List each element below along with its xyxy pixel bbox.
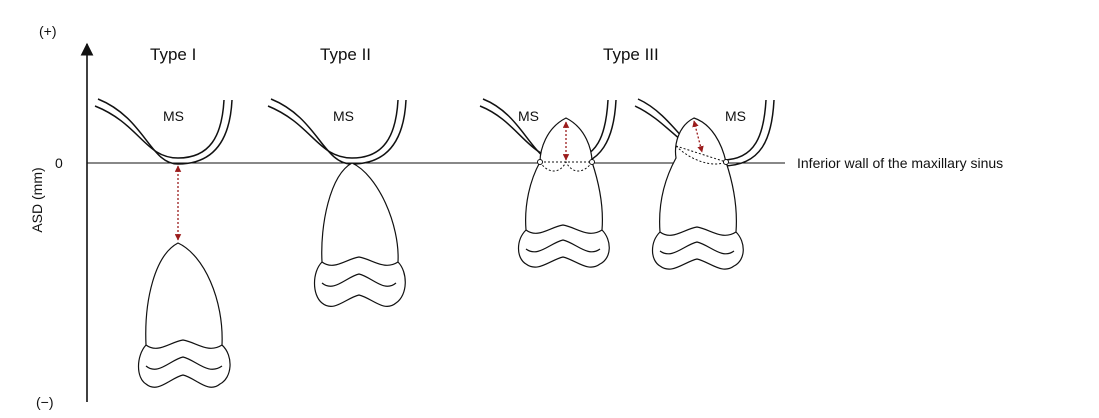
sinus-label-3a: MS	[518, 108, 539, 124]
axis-plus-label: (+)	[39, 23, 57, 39]
axis-zero-label: 0	[55, 155, 63, 171]
sinus-label-2: MS	[333, 108, 354, 124]
sinus-label-3b: MS	[725, 108, 746, 124]
axis-title: ASD (mm)	[29, 167, 45, 232]
reference-line-label: Inferior wall of the maxillary sinus	[797, 155, 1003, 171]
y-axis: (+) (−) 0 ASD (mm)	[29, 23, 87, 410]
type-1-group: MS	[95, 99, 232, 387]
tooth-3b	[653, 118, 744, 269]
type-2-group: MS	[268, 99, 406, 306]
axis-minus-label: (−)	[36, 394, 54, 410]
type-3-title: Type III	[603, 45, 659, 64]
type-1-title: Type I	[150, 45, 196, 64]
tooth-2	[315, 163, 406, 306]
tooth-3a	[519, 118, 610, 267]
type-3a-group: MS	[480, 99, 616, 267]
sinus-label-1: MS	[163, 108, 184, 124]
type-2-title: Type II	[320, 45, 371, 64]
tooth-1	[139, 243, 231, 387]
type-3b-group: MS	[635, 99, 774, 269]
